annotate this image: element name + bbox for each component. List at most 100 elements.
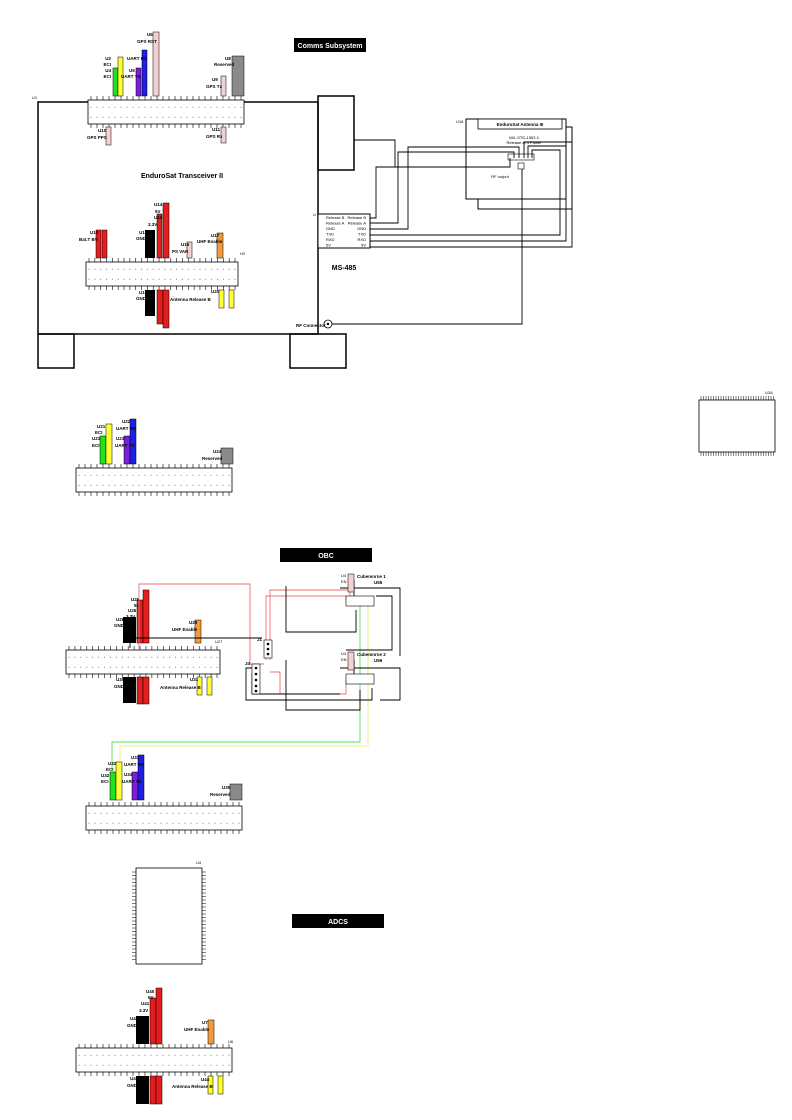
obc-connectors[interactable]: J1 J4 Cubemnrne 1 U55 U4 EN Cubemnrne 2 … [245,573,386,695]
adcs-ic[interactable]: U4 [132,860,206,965]
header-pin-mark [168,1054,170,1056]
adcs-header-connector[interactable] [75,1044,233,1076]
adcs-header-text: ADCS [328,919,348,926]
header-pin-mark [148,822,150,824]
header-pin-mark [132,474,134,476]
header-pin-mark [198,474,200,476]
header-pin-mark [232,822,234,824]
header-pin-mark [108,484,110,486]
comms-bottom-pillars [95,202,235,329]
svg-text:3.3V: 3.3V [139,1008,148,1013]
header-pin-mark [208,812,210,814]
header-pin-mark [126,106,128,108]
header-pin-mark [151,666,153,668]
header-pin-mark [170,278,172,280]
svg-text:Reserved: Reserved [202,456,223,461]
svg-text:3.3V: 3.3V [126,614,135,619]
svg-text:U41: U41 [141,1001,150,1006]
spare-ic[interactable]: U3A [698,390,776,456]
header-pin-mark [132,484,134,486]
header-pin-mark [100,268,102,270]
comms-lower-header[interactable] [75,464,233,496]
header-pin-mark [154,812,156,814]
ms485-label: MS-485 [332,265,357,272]
adcs-header-ref: U6 [228,1039,234,1044]
svg-text:U21: U21 [92,436,101,441]
header-pin-mark [96,1054,98,1056]
header-pin-mark [234,278,236,280]
header-pin-mark [210,106,212,108]
board-h2-header[interactable] [85,258,239,290]
board-top-header[interactable] [87,96,245,128]
header-pin-mark [130,812,132,814]
svg-text:U10: U10 [98,128,107,133]
header-pin-mark [154,822,156,824]
header-pin-mark [205,268,207,270]
header-pin-mark [114,1064,116,1066]
header-pin-mark [158,268,160,270]
header-pin-mark [156,484,158,486]
header-pin-mark [114,116,116,118]
header-pin-mark [211,278,213,280]
header-pin-mark [164,268,166,270]
header-pin-mark [108,474,110,476]
header-pin-mark [138,484,140,486]
header-pin-mark [126,474,128,476]
svg-text:U20: U20 [211,289,220,294]
header-pin-mark [202,822,204,824]
header-pin-mark [192,116,194,118]
header-pin-mark [216,268,218,270]
header-pin-mark [151,656,153,658]
header-body [85,805,243,831]
header-pin-mark [228,1054,230,1056]
header-pin-mark [109,666,111,668]
obc-lower-header[interactable] [85,802,243,834]
header-pin-mark [226,822,228,824]
obc-header-connector[interactable] [65,646,221,678]
header-pin-mark [144,1054,146,1056]
header-pin-mark [156,1054,158,1056]
header-pin-mark [84,474,86,476]
header-pin-mark [138,1064,140,1066]
rf-connector[interactable]: RF Connector [296,319,333,329]
header-pin-mark [162,484,164,486]
svg-text:U5: U5 [129,68,135,73]
header-pin-mark [204,1064,206,1066]
header-pin-mark [198,1064,200,1066]
header-pin-mark [205,278,207,280]
antenna-module[interactable]: U18 EnduroSat Antenna III MIL-STD-1553 4… [456,118,573,210]
header-pin-mark [84,1064,86,1066]
header-pin-mark [78,484,80,486]
header-pin-mark [208,822,210,824]
obc-header-text: OBC [318,553,334,560]
header-pin-mark [127,656,129,658]
header-pin-mark [133,656,135,658]
header-pin-mark [192,1064,194,1066]
header-pin-mark [228,116,230,118]
header-pin-mark [186,116,188,118]
svg-text:UART TX: UART TX [121,74,141,79]
header-pin-mark [148,812,150,814]
header-pin-mark [111,268,113,270]
header-pin-mark [178,812,180,814]
rf-connector-label: RF Connector [296,323,326,328]
header-pin-mark [96,1064,98,1066]
header-pin-mark [123,278,125,280]
header-pin-mark [216,656,218,658]
header-pin-mark [168,484,170,486]
header-pin-mark [168,1064,170,1066]
header-pin-mark [80,656,82,658]
svg-text:GND: GND [114,684,125,689]
header-pin-mark [120,1064,122,1066]
header-pin-mark [210,484,212,486]
header-pin-mark [210,1054,212,1056]
header-pin-mark [126,1064,128,1066]
header-pin-mark [132,1064,134,1066]
header-pin-mark [88,268,90,270]
comms-bottom-labels: U12 Bat.T BV U14 5V U13 3.3V U15 GND U16… [79,202,223,302]
header-pin-mark [180,656,182,658]
header-pin-mark [168,106,170,108]
